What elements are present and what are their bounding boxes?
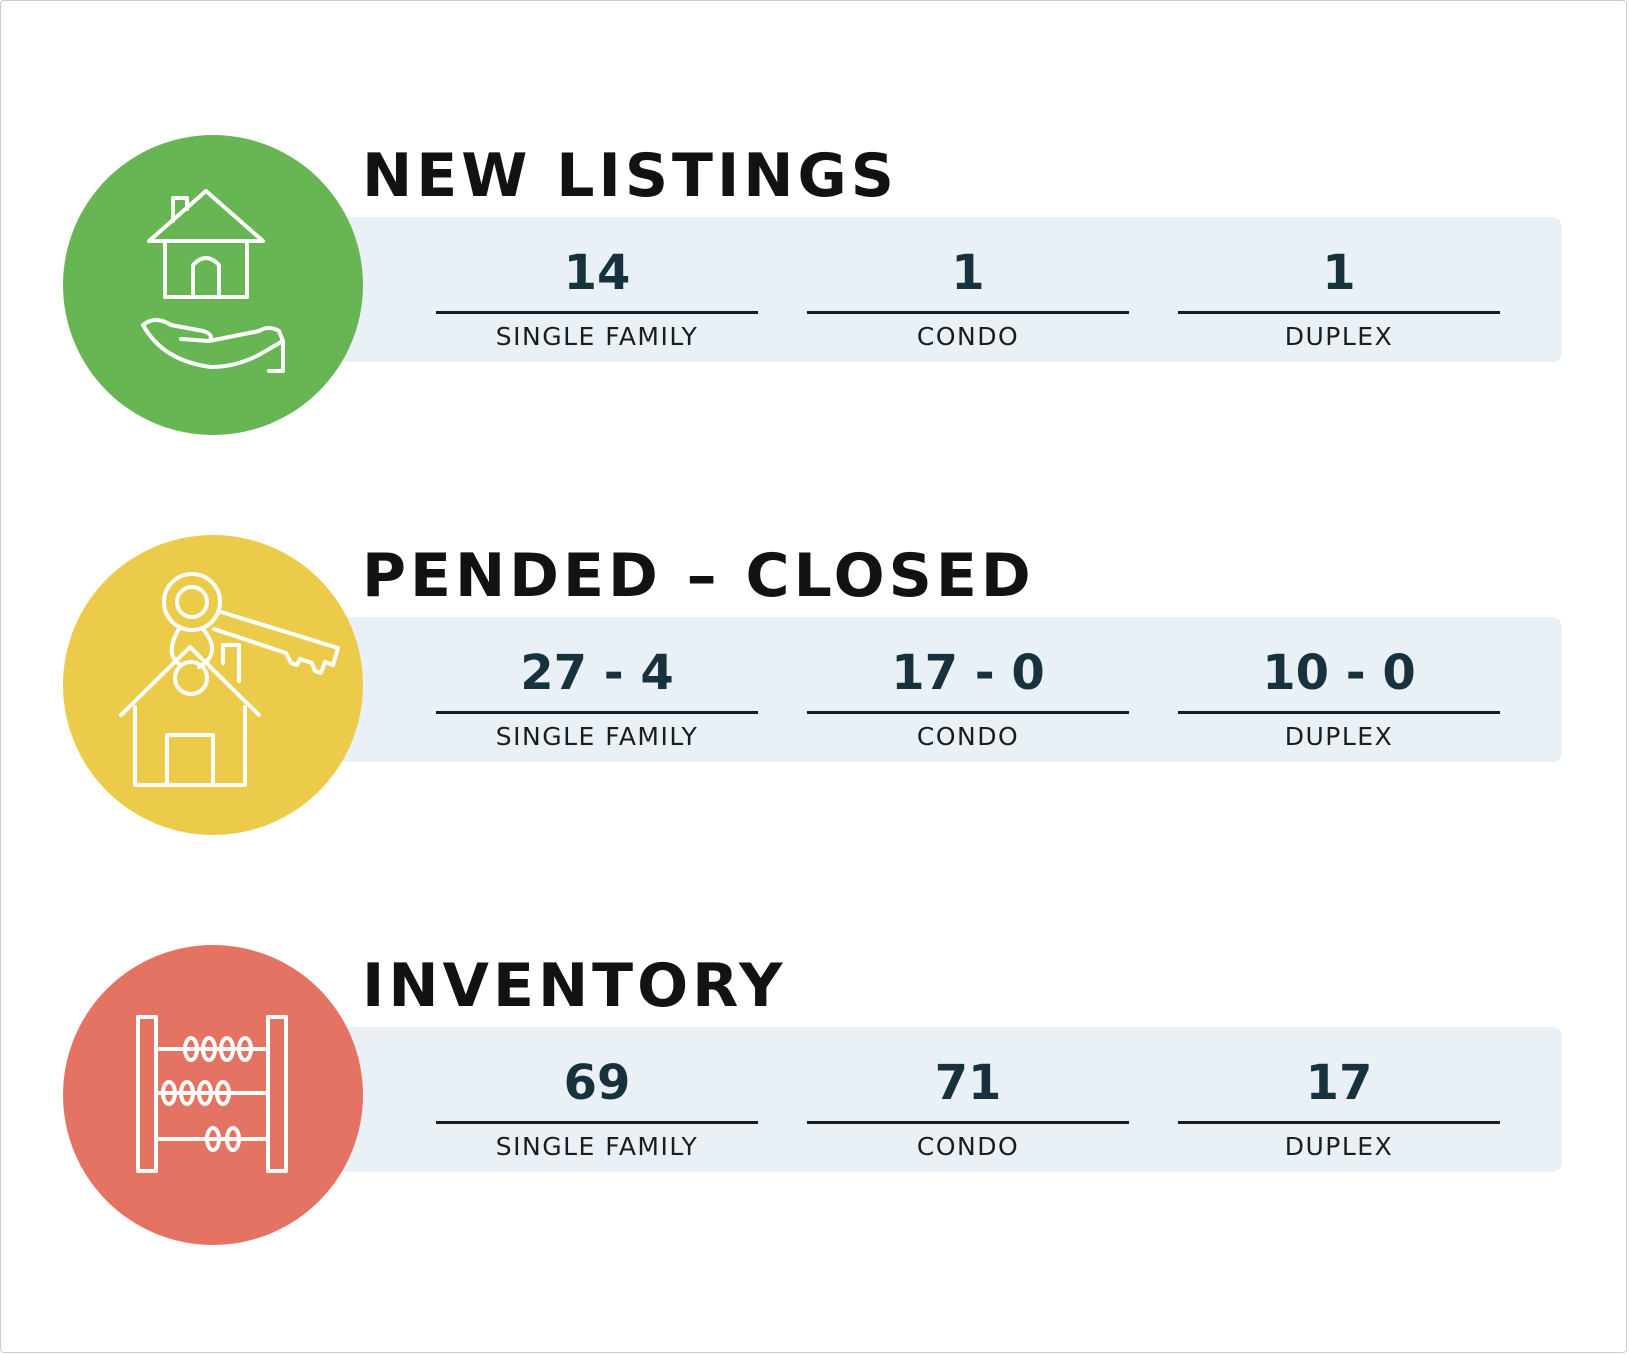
- new-listings-section: 14 SINGLE FAMILY 1 CONDO 1 DUPLEX: [0, 135, 1629, 450]
- stat-label: CONDO: [916, 322, 1020, 351]
- stat-divider: [436, 711, 758, 714]
- house-key-icon: [63, 535, 363, 835]
- stat-divider: [1178, 311, 1500, 314]
- stat-single-family: 69 SINGLE FAMILY: [436, 1027, 758, 1172]
- stat-label: CONDO: [916, 1132, 1020, 1161]
- stat-divider: [436, 311, 758, 314]
- stat-condo: 17 - 0 CONDO: [807, 617, 1129, 762]
- house-in-hand-icon: [63, 135, 363, 435]
- pended-closed-section: 27 - 4 SINGLE FAMILY 17 - 0 CONDO 10 - 0…: [0, 535, 1629, 850]
- stat-duplex: 17 DUPLEX: [1178, 1027, 1500, 1172]
- stat-divider: [1178, 1121, 1500, 1124]
- new-listings-stat-band: 14 SINGLE FAMILY 1 CONDO 1 DUPLEX: [320, 217, 1562, 362]
- stat-divider: [807, 311, 1129, 314]
- stat-label: SINGLE FAMILY: [495, 322, 699, 351]
- stat-duplex: 10 - 0 DUPLEX: [1178, 617, 1500, 762]
- stat-condo: 71 CONDO: [807, 1027, 1129, 1172]
- stat-label: DUPLEX: [1284, 322, 1394, 351]
- stat-value: 1: [1322, 245, 1356, 301]
- stat-duplex: 1 DUPLEX: [1178, 217, 1500, 362]
- stat-divider: [807, 711, 1129, 714]
- stat-divider: [1178, 711, 1500, 714]
- stat-label: SINGLE FAMILY: [495, 722, 699, 751]
- stat-divider: [436, 1121, 758, 1124]
- stat-single-family: 27 - 4 SINGLE FAMILY: [436, 617, 758, 762]
- stat-label: CONDO: [916, 722, 1020, 751]
- section-title: PENDED – CLOSED: [362, 541, 1035, 611]
- stat-label: DUPLEX: [1284, 722, 1394, 751]
- stat-single-family: 14 SINGLE FAMILY: [436, 217, 758, 362]
- pended-closed-stat-band: 27 - 4 SINGLE FAMILY 17 - 0 CONDO 10 - 0…: [320, 617, 1562, 762]
- stat-value: 14: [563, 245, 631, 301]
- stat-value: 17: [1305, 1055, 1373, 1111]
- stat-value: 17 - 0: [891, 645, 1045, 701]
- stat-value: 27 - 4: [520, 645, 674, 701]
- section-title: NEW LISTINGS: [362, 141, 898, 211]
- stat-value: 10 - 0: [1262, 645, 1416, 701]
- stat-condo: 1 CONDO: [807, 217, 1129, 362]
- inventory-section: 69 SINGLE FAMILY 71 CONDO 17 DUPLEX: [0, 945, 1629, 1260]
- section-title: INVENTORY: [362, 951, 787, 1021]
- stat-value: 1: [951, 245, 985, 301]
- stat-label: DUPLEX: [1284, 1132, 1394, 1161]
- abacus-icon: [63, 945, 363, 1245]
- stat-value: 71: [934, 1055, 1002, 1111]
- stat-label: SINGLE FAMILY: [495, 1132, 699, 1161]
- inventory-stat-band: 69 SINGLE FAMILY 71 CONDO 17 DUPLEX: [320, 1027, 1562, 1172]
- stat-divider: [807, 1121, 1129, 1124]
- stat-value: 69: [563, 1055, 631, 1111]
